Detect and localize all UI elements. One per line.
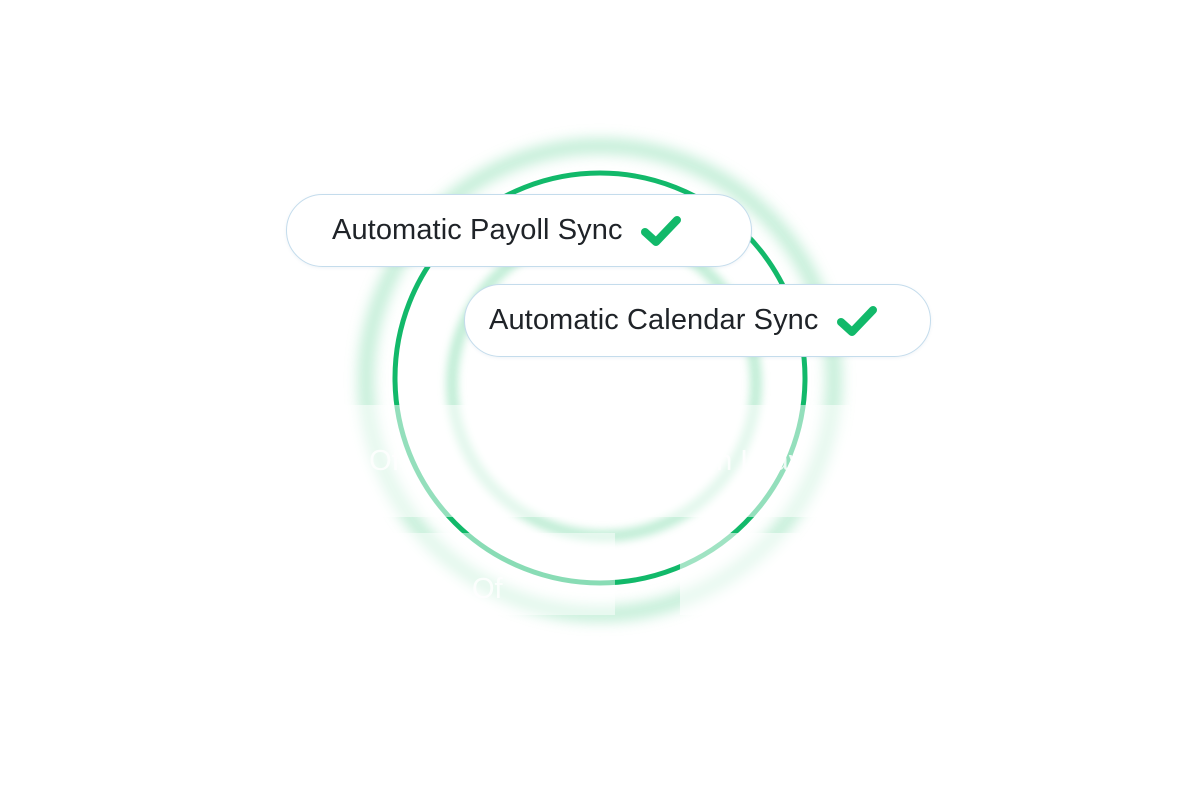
check-icon: [640, 215, 681, 246]
faded-text-right: on Leav: [700, 445, 804, 477]
calendar-sync-label: Automatic Calendar Sync: [489, 304, 819, 336]
faded-text-lower: Of: [472, 573, 503, 605]
payroll-sync-badge: Automatic Payoll Sync: [286, 194, 752, 267]
faded-row-upper: [340, 405, 850, 517]
faded-text-left: e Of: [345, 445, 400, 477]
check-icon: [836, 305, 877, 336]
payroll-sync-label: Automatic Payoll Sync: [332, 214, 623, 246]
calendar-sync-badge: Automatic Calendar Sync: [464, 284, 931, 357]
faded-block-right: [680, 533, 800, 615]
faded-row-lower: [390, 533, 615, 615]
